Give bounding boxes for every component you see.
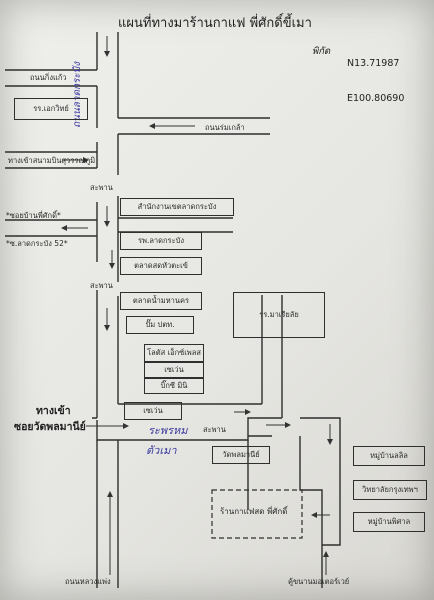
place-school-ekawit: รร.เอกวิทย์ [14, 98, 88, 120]
place-water-market: ตลาดน้ำมหานคร [120, 292, 202, 310]
place-village-lalil: หมู่บ้านลลิล [353, 446, 425, 466]
road-kusuan: คู้ขนานมอเตอร์เวย์ [288, 577, 350, 586]
longitude: E100.80690 [347, 93, 405, 104]
road-airport: ทางเข้าสนามบินสุวรรณภูมิ [8, 156, 96, 165]
kingkaew-road [5, 69, 97, 87]
place-lotus: โลตัส เอ็กซ์เพลส [144, 344, 204, 362]
place-college: วิทยาลัยกรุงเทพฯ [353, 480, 427, 500]
bridge-label-1: สะพาน [90, 183, 113, 192]
place-village-phisan: หมู่บ้านพิศาล [353, 512, 425, 532]
entrance-line1: ทางเข้า [36, 405, 71, 417]
airport-road [5, 151, 97, 169]
soi-phisak-road [5, 217, 233, 237]
place-ptt: ปั๊ม ปตท. [126, 316, 194, 334]
place-wat: วัดพลมานีย์ [212, 446, 270, 464]
road-luang-phaeng: ถนนหลวงแพ่ง [65, 577, 111, 586]
place-seven-b: เซเว่น [124, 402, 182, 420]
entrance-line2: ซอยวัดพลมานีย์ [14, 421, 86, 433]
handwritten-top: ระพรหม [148, 424, 188, 437]
page-title: แผนที่ทางมาร้านกาแฟ พี่ศักดิ์ขี้เมา [118, 16, 312, 31]
lower-roads [96, 417, 341, 588]
coords-label: พิกัด [312, 46, 331, 57]
entrance-road [92, 295, 283, 441]
road-soi-52: *ซ.ลาดกระบัง 52* [6, 239, 68, 248]
place-cafe: ร้านกาแฟสด พี่ศักดิ์ [220, 507, 288, 516]
cafe-boundary [211, 489, 303, 539]
place-market-fresh: ตลาดสดหัวตะเข้ [120, 257, 202, 275]
latitude: N13.71987 [347, 58, 400, 69]
road-soi-phisak: *ซอยบ้านพี่ศักดิ์* [6, 211, 61, 220]
place-hospital: รพ.ลาดกระบัง [120, 232, 202, 250]
road-kingkaew: ถนนกิ่งแก้ว [30, 73, 67, 82]
handwritten-bottom: ตัวเมา [146, 444, 177, 457]
road-romklao: ถนนร่มเกล้า [205, 123, 245, 132]
place-seven-a: เซเว่น [144, 362, 204, 378]
bridge-label-3: สะพาน [203, 425, 226, 434]
place-big-c: บิ๊กซี มินิ [144, 378, 204, 394]
bridge-label-2: สะพาน [90, 281, 113, 290]
place-school-maria: รร.มาเรียลัย [233, 292, 325, 338]
romklao-road [118, 117, 270, 135]
place-district-office: สำนักงานเขตลาดกระบัง [120, 198, 234, 216]
